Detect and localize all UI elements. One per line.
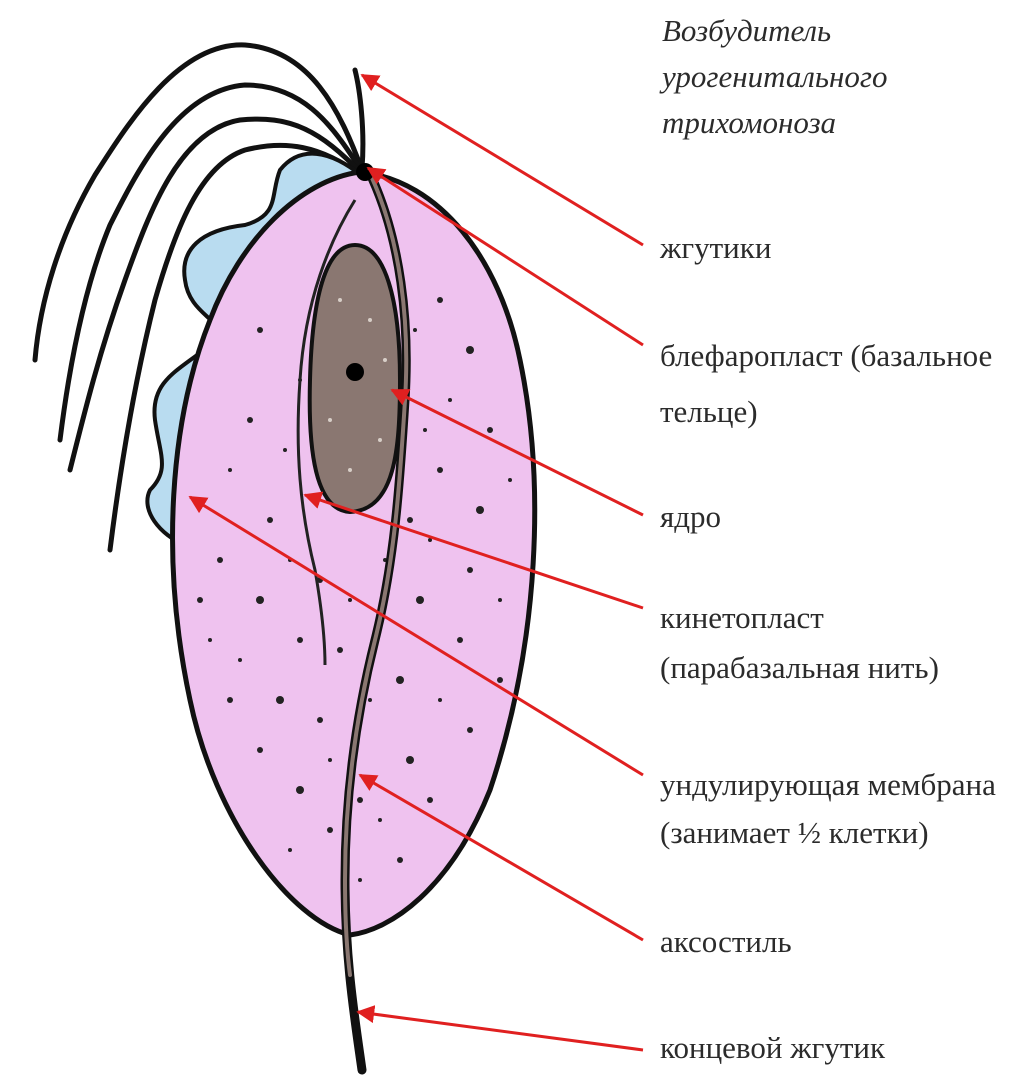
label-flagella-text: жгутики — [660, 228, 771, 268]
label-axostyle-text: аксостиль — [660, 922, 792, 962]
label-blepharoplast-line-1: блефаропласт (базальное — [660, 336, 992, 376]
label-membrane-line-1: ундулирующая мембрана — [660, 765, 996, 805]
nucleolus — [346, 363, 364, 381]
label-kinetoplast-line-2: (парабазальная нить) — [660, 648, 939, 688]
title-line-1: Возбудитель — [662, 8, 1022, 54]
blepharoplast — [356, 163, 374, 181]
label-undulating-membrane: ундулирующая мембрана (занимает ½ клетки… — [660, 765, 996, 853]
label-terminal-flagellum: концевой жгутик — [660, 1028, 885, 1068]
diagram-title: Возбудитель урогенитального трихомоноза — [662, 8, 1022, 146]
label-kinetoplast-line-1: кинетопласт — [660, 598, 939, 638]
label-membrane-line-2: (занимает ½ клетки) — [660, 813, 996, 853]
label-nucleus-text: ядро — [660, 497, 721, 537]
label-kinetoplast: кинетопласт (парабазальная нить) — [660, 598, 939, 688]
title-line-2: урогенитального — [662, 54, 1022, 100]
label-nucleus: ядро — [660, 497, 721, 537]
label-terminal-flagellum-text: концевой жгутик — [660, 1028, 885, 1068]
label-flagella: жгутики — [660, 228, 771, 268]
label-axostyle: аксостиль — [660, 922, 792, 962]
label-blepharoplast-line-2: тельце) — [660, 392, 992, 432]
title-line-3: трихомоноза — [662, 100, 1022, 146]
label-blepharoplast: блефаропласт (базальное тельце) — [660, 336, 992, 432]
